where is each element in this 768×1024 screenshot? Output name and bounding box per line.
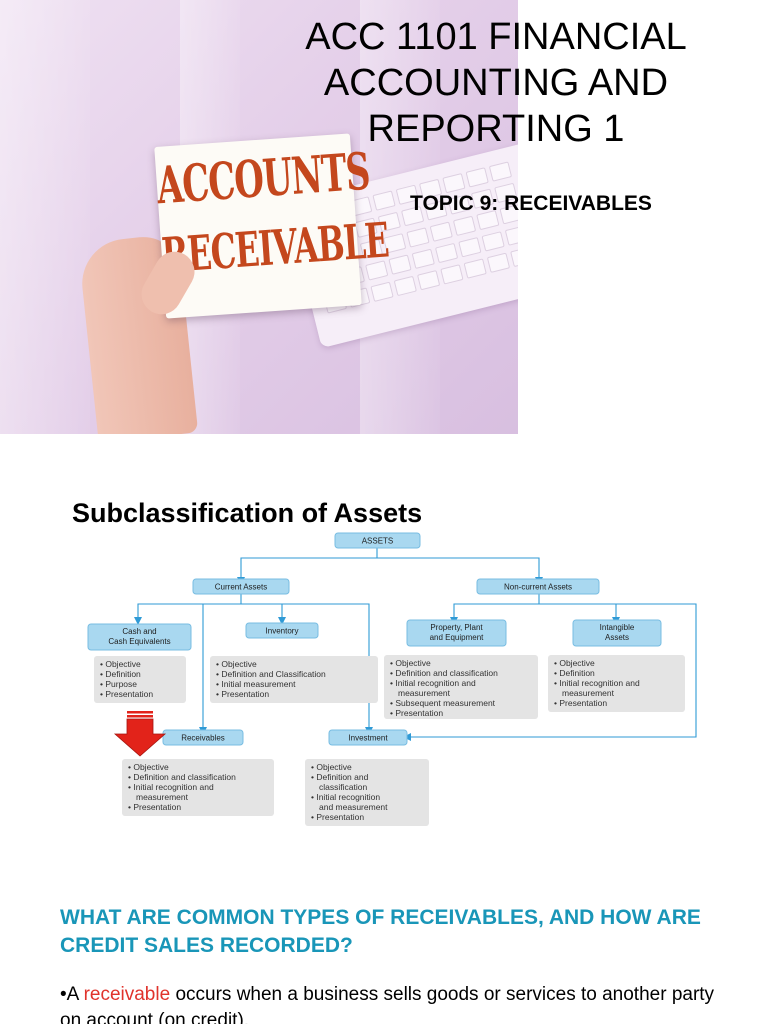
node-intangible-label-2: Assets [605, 633, 629, 642]
topic-subtitle: TOPIC 9: RECEIVABLES [410, 192, 652, 215]
connector-noncurrent-investment [408, 603, 697, 738]
intangible-topic: • Initial recognition and [554, 678, 640, 688]
node-noncurrent-assets: Non-current Assets [476, 578, 600, 595]
node-cash-label-1: Cash and [122, 627, 156, 636]
ppe-topic: • Subsequent measurement [390, 698, 496, 708]
node-current-assets-label: Current Assets [215, 583, 267, 592]
node-noncurrent-assets-label: Non-current Assets [504, 583, 572, 592]
inventory-topic: • Objective [216, 659, 257, 669]
highlight-receivable: receivable [83, 984, 171, 1005]
receivables-topic: • Presentation [128, 802, 181, 812]
inventory-topic: • Definition and Classification [216, 669, 326, 679]
node-ppe: Property, Plant and Equipment [406, 619, 507, 647]
investment-topics-list: • Objective • Definition and classificat… [305, 759, 429, 826]
inventory-topic: • Presentation [216, 689, 269, 699]
accounts-receivable-photo: ACCOUNTS RECEIVABLE [0, 0, 518, 434]
investment-topic: • Initial recognition [311, 792, 380, 802]
cash-topic: • Presentation [100, 689, 153, 699]
node-investment: Investment [328, 729, 408, 746]
node-intangible-label-1: Intangible [600, 623, 635, 632]
connector-current-cash [137, 594, 242, 620]
node-ppe-label-1: Property, Plant [430, 623, 483, 632]
asset-classification-slide: ASSETS Current Assets Non-current Assets… [0, 434, 768, 854]
title-slide: ACCOUNTS RECEIVABLE ACC 1101 FINANCIAL A… [0, 0, 768, 434]
receivables-topic: • Objective [128, 762, 169, 772]
investment-topic: • Definition and [311, 772, 369, 782]
investment-topic: and measurement [319, 802, 388, 812]
course-title-line-1: ACC 1101 FINANCIAL [305, 16, 687, 58]
ppe-topics-list: • Objective • Definition and classificat… [384, 655, 538, 719]
connector-assets-noncurrent [377, 557, 540, 580]
course-title: ACC 1101 FINANCIAL ACCOUNTING AND REPORT… [226, 14, 766, 152]
intangible-topics-list: • Objective • Definition • Initial recog… [548, 655, 685, 712]
node-cash: Cash and Cash Equivalents [87, 623, 192, 651]
receivables-topic: • Initial recognition and [128, 782, 214, 792]
node-ppe-label-2: and Equipment [430, 633, 485, 642]
node-current-assets: Current Assets [192, 578, 290, 595]
node-cash-label-2: Cash Equivalents [108, 637, 170, 646]
intangible-topic: • Definition [554, 668, 595, 678]
inventory-topic: • Initial measurement [216, 679, 296, 689]
bullet-marker: • [60, 984, 67, 1005]
intangible-topic: measurement [562, 688, 615, 698]
node-receivables: Receivables [162, 729, 244, 746]
ppe-topic: measurement [398, 688, 451, 698]
ppe-topic: • Presentation [390, 708, 443, 718]
course-title-line-3: REPORTING 1 [367, 108, 625, 150]
investment-topic: classification [319, 782, 367, 792]
intangible-topic: • Presentation [554, 698, 607, 708]
receivables-question-slide: WHAT ARE COMMON TYPES OF RECEIVABLES, AN… [0, 854, 768, 1024]
node-assets: ASSETS [334, 532, 421, 549]
bullet-prefix: A [66, 984, 84, 1005]
investment-topic: • Objective [311, 762, 352, 772]
node-assets-label: ASSETS [362, 537, 394, 546]
intangible-topic: • Objective [554, 658, 595, 668]
receivables-topic: • Definition and classification [128, 772, 236, 782]
investment-topic: • Presentation [311, 812, 364, 822]
connector-current-receivables [202, 603, 241, 730]
question-heading: WHAT ARE COMMON TYPES OF RECEIVABLES, AN… [60, 906, 701, 957]
cash-topic: • Definition [100, 669, 141, 679]
bullet-text: occurs when a business sells goods or se… [60, 984, 715, 1024]
red-arrow-icon [113, 711, 167, 757]
card-text-accounts: ACCOUNTS [154, 142, 372, 217]
receivables-topic: measurement [136, 792, 189, 802]
cash-topics-list: • Objective • Definition • Purpose • Pre… [94, 656, 186, 703]
course-title-line-2: ACCOUNTING AND [323, 62, 669, 104]
connector-assets-current [240, 547, 378, 580]
cash-topic: • Objective [100, 659, 141, 669]
connector-noncurrent-intangible [539, 603, 617, 620]
node-intangible: Intangible Assets [572, 619, 662, 647]
inventory-topics-list: • Objective • Definition and Classificat… [210, 656, 378, 703]
ppe-topic: • Definition and classification [390, 668, 498, 678]
receivable-definition-bullet: •A receivable occurs when a business sel… [60, 982, 740, 1024]
ppe-topic: • Initial recognition and [390, 678, 476, 688]
ppe-topic: • Objective [390, 658, 431, 668]
node-inventory: Inventory [245, 622, 319, 639]
cash-topic: • Purpose [100, 679, 137, 689]
asset-classification-diagram: ASSETS Current Assets Non-current Assets… [87, 532, 697, 826]
node-receivables-label: Receivables [181, 734, 225, 743]
receivables-topics-list: • Objective • Definition and classificat… [122, 759, 274, 816]
connector-noncurrent-ppe [453, 594, 540, 620]
node-investment-label: Investment [348, 734, 388, 743]
connector-current-inventory [241, 603, 283, 620]
slide-heading: Subclassification of Assets [72, 498, 423, 528]
node-inventory-label: Inventory [266, 627, 299, 636]
